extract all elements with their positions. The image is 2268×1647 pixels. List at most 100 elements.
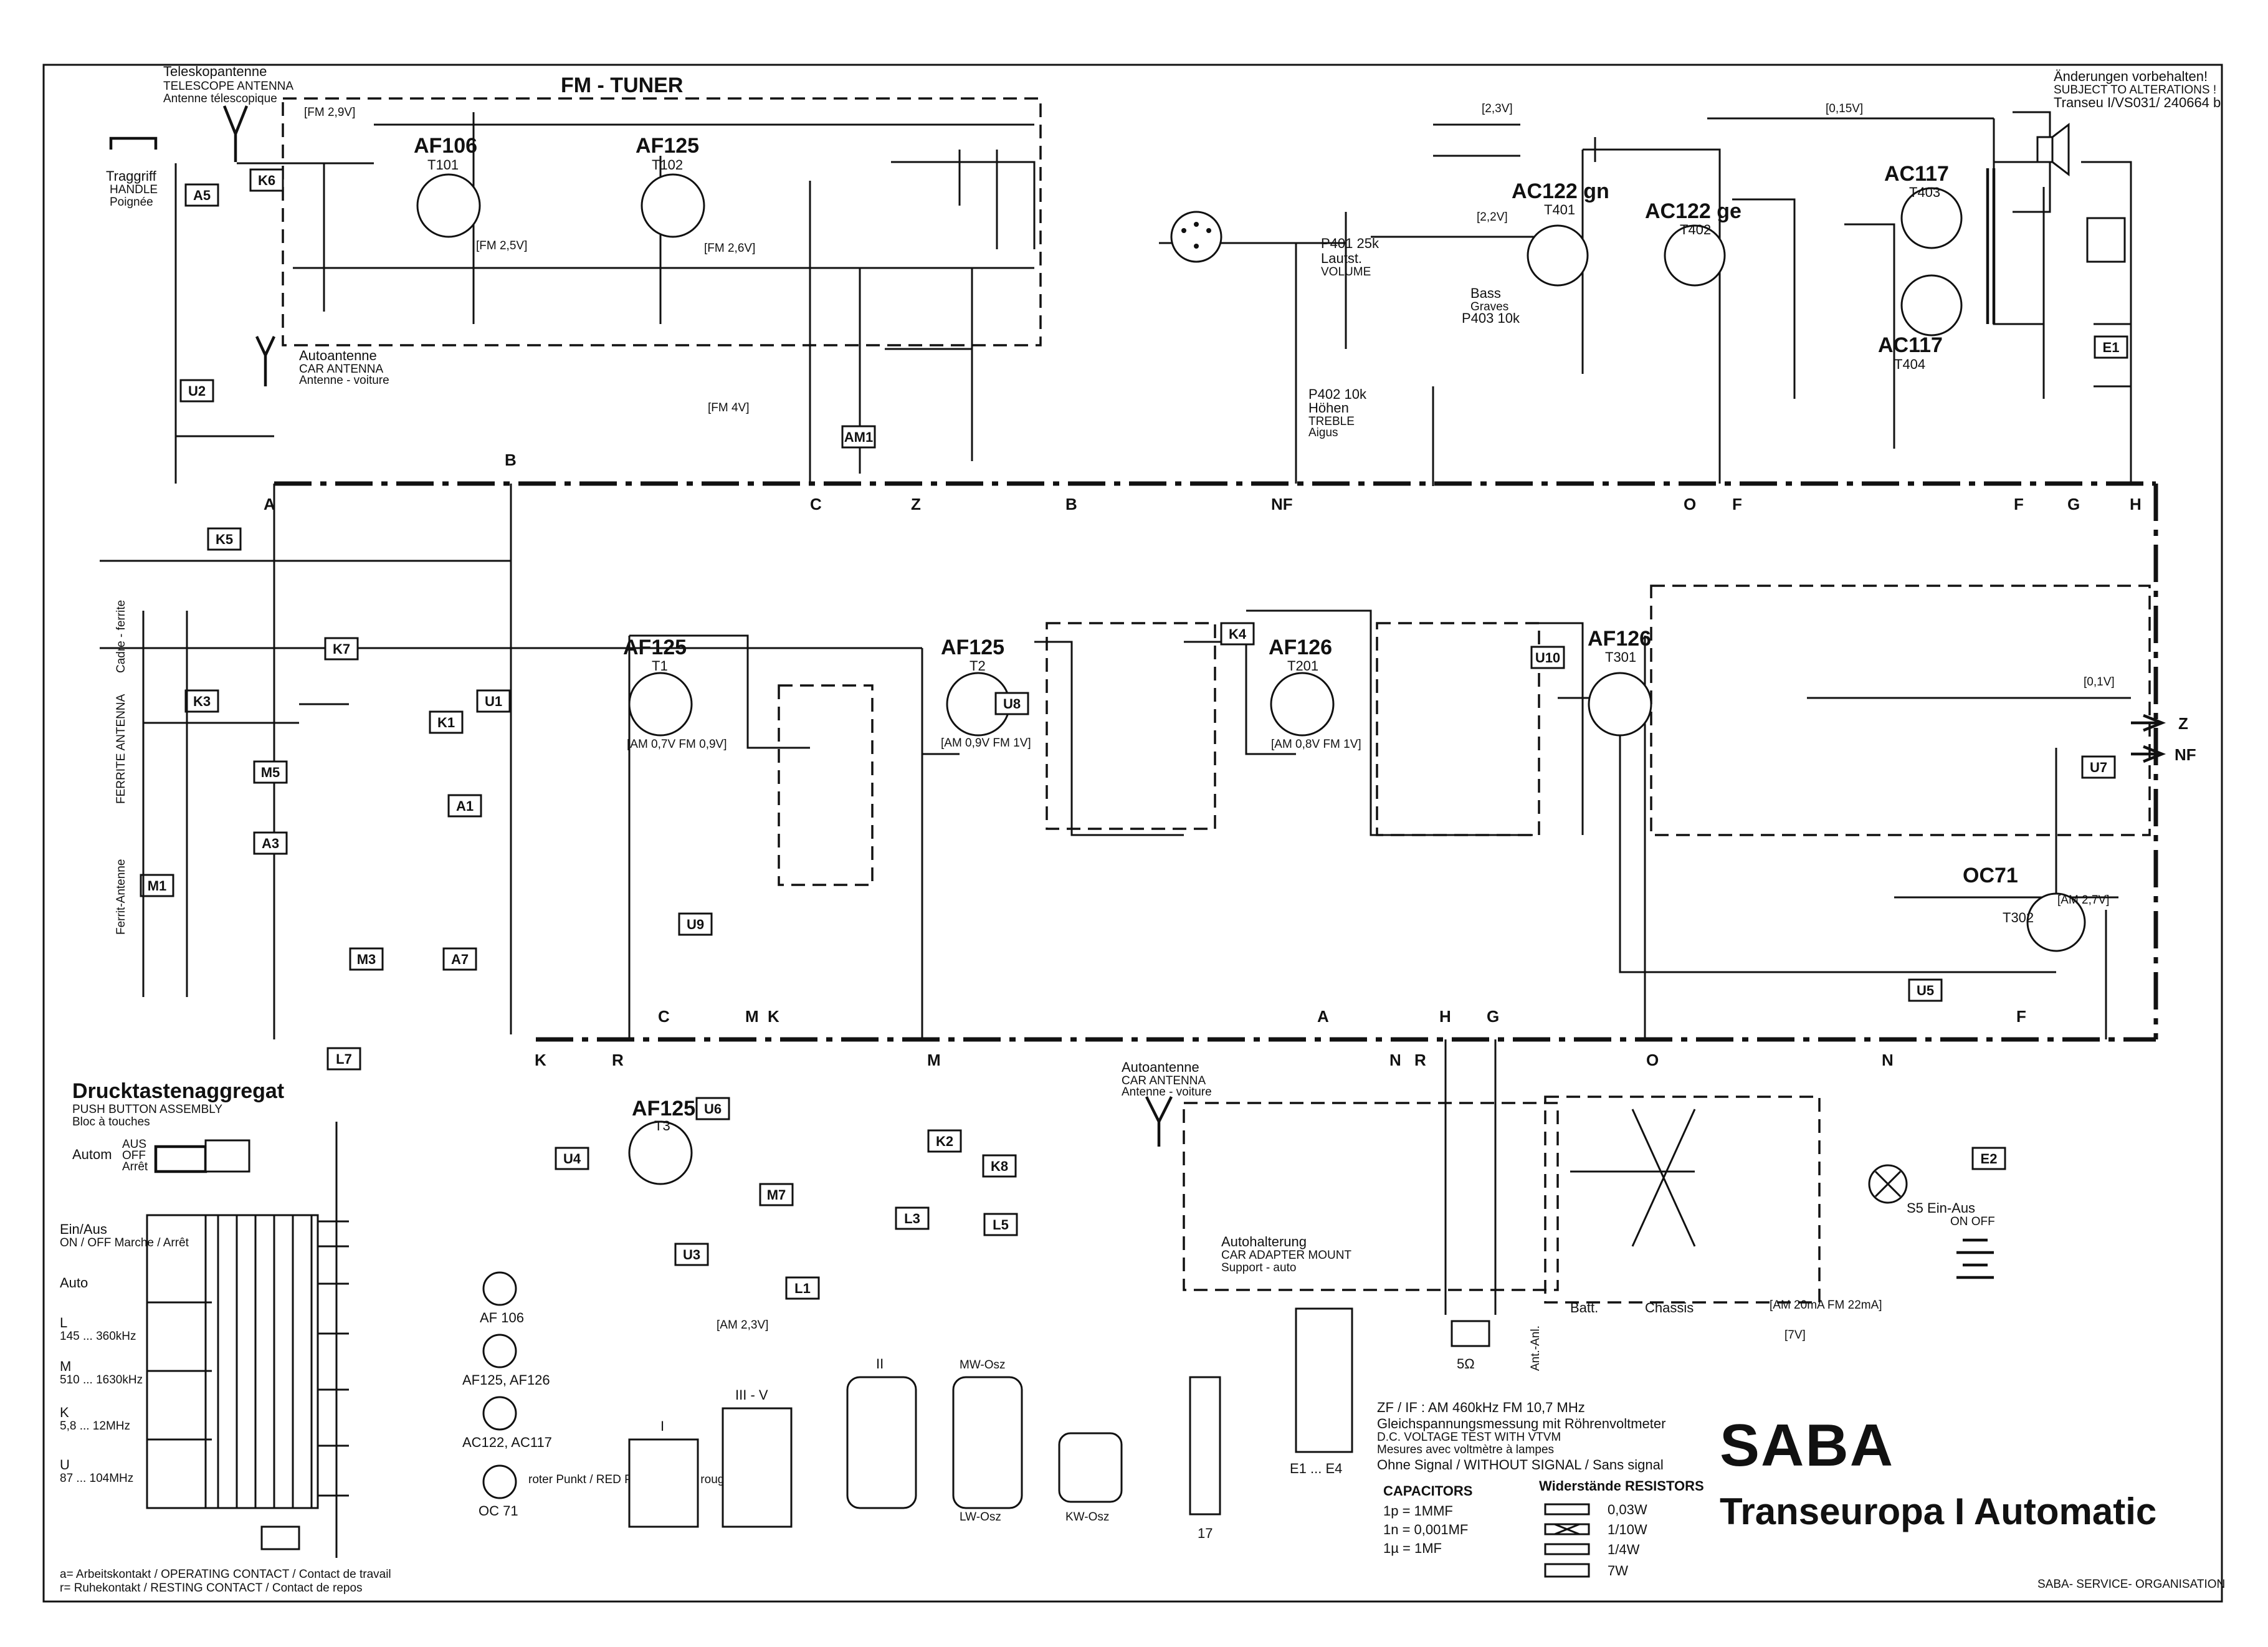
- switch-tag-box: [447, 794, 482, 818]
- switch-tag: A5: [184, 183, 219, 207]
- switch-tag-box: [179, 379, 214, 403]
- changes-note-line1: Änderungen vorbehalten!: [2054, 69, 2208, 84]
- switch-tag-box: [207, 527, 242, 551]
- transistor-ref: T403: [1909, 184, 1940, 200]
- volume-en: VOLUME: [1321, 265, 1371, 279]
- switch-tag-label: K6: [258, 173, 275, 188]
- transistor-label: AF106: [414, 134, 477, 158]
- pushbutton-fr: Bloc à touches: [72, 1115, 150, 1129]
- telescope-antenna-title: Teleskopantenne: [163, 64, 267, 79]
- car-adapter-wiring: [1570, 1109, 1696, 1247]
- switch-tag: E2: [1971, 1147, 2006, 1170]
- switch-tag-label: L7: [336, 1051, 352, 1067]
- sheet-border: [42, 64, 2223, 1603]
- contact-matrix-leads: [318, 1220, 349, 1497]
- ferrite-antenna-block: Cadre - ferrite FERRITE ANTENNA Ferrit-A…: [115, 600, 299, 997]
- switch-tag: U5: [1908, 978, 1943, 1002]
- bus-letter: M: [745, 1007, 759, 1026]
- pushbutton-off: OFF: [122, 1149, 146, 1162]
- power-switch-s5: S5 Ein-Aus ON OFF: [1868, 1164, 1995, 1279]
- if-strip-wiring: [100, 484, 2131, 1039]
- transistor-ref: T3: [654, 1118, 670, 1134]
- supply-voltage-label: [2,3V]: [1482, 102, 1513, 115]
- automatic-switch-contacts: [204, 1139, 250, 1173]
- switch-tag: K8: [982, 1154, 1017, 1178]
- contact-matrix-columns: [217, 1215, 313, 1508]
- legend-res: 0,03W: [1608, 1502, 1647, 1517]
- switch-tag-box: [785, 1276, 820, 1300]
- row-dividers: [146, 1290, 212, 1441]
- bus-letter: K: [535, 1051, 546, 1069]
- af-section-wiring: [1159, 117, 2132, 486]
- supply-voltage-label: [AM 20mA FM 22mA]: [1770, 1299, 1882, 1312]
- telescope-antenna-en: TELESCOPE ANTENNA: [163, 80, 293, 93]
- switch-tag: M5: [253, 760, 288, 784]
- external-speaker: 5Ω Ant.-Anl.: [1444, 1039, 1542, 1372]
- pinout-af106: [482, 1271, 517, 1306]
- switch-tag-box: [476, 689, 511, 713]
- bus-letter: H: [2130, 495, 2142, 513]
- speaker-cone: [2052, 122, 2070, 177]
- treble-ref: P402 10k: [1308, 386, 1367, 402]
- measurement-line3: Mesures avec voltmètre à lampes: [1377, 1443, 1554, 1456]
- connector-view-e1-e4: [1295, 1307, 1353, 1453]
- switch-tag-label: U2: [188, 383, 206, 399]
- legend: CAPACITORS 1p = 1MMF 1n = 0,001MF 1µ = 1…: [1383, 1478, 1704, 1578]
- pushbutton-row-sub: 510 ... 1630kHz: [60, 1373, 143, 1387]
- pilot-lamp-cross: [1874, 1170, 1902, 1198]
- car-antenna-en: CAR ANTENNA: [299, 363, 383, 376]
- transistor-ref: T301: [1605, 649, 1636, 665]
- telescope-antenna-fr: Antenne télescopique: [163, 92, 277, 105]
- car-adapter-title: Autohalterung: [1221, 1234, 1307, 1249]
- measurement-line4: Ohne Signal / WITHOUT SIGNAL / Sans sign…: [1377, 1457, 1664, 1473]
- switch-tag-box: [1908, 978, 1943, 1002]
- transistor-ref: T2: [970, 658, 986, 674]
- bus-letter: Z: [911, 495, 921, 513]
- car-adapter-inner-box: [1544, 1096, 1821, 1304]
- transistor-t301: [1588, 672, 1652, 737]
- pushbutton-row-sub: 145 ... 360kHz: [60, 1330, 136, 1343]
- ferrite-fr: Cadre - ferrite: [115, 600, 128, 673]
- pinout-oc71: [482, 1464, 517, 1499]
- pinout-label: AC122, AC117: [462, 1435, 552, 1450]
- switch-tag-label: L3: [904, 1211, 920, 1226]
- pushbutton-row-label: U: [60, 1457, 70, 1473]
- bass-label: Bass: [1470, 285, 1501, 301]
- switch-tag-box: [994, 692, 1029, 715]
- transistor-t404: [1900, 274, 1963, 337]
- fm-tuner-box: [282, 97, 1042, 346]
- switch-tag: K3: [184, 689, 219, 713]
- switch-tag: M3: [349, 947, 384, 971]
- transistor-label: AF125: [623, 636, 687, 659]
- switch-tag-box: [927, 1129, 962, 1153]
- speaker-symbol: [1451, 1320, 1490, 1347]
- car-adapter-section: Autohalterung CAR ADAPTER MOUNT Support …: [1122, 1059, 1821, 1315]
- switch-tag-box: [324, 637, 359, 661]
- switch-tag-label: K4: [1229, 626, 1247, 642]
- power-switch-label: S5 Ein-Aus: [1907, 1200, 1975, 1216]
- switch-tag: K7: [324, 637, 359, 661]
- bus-letter: R: [612, 1051, 624, 1069]
- switch-tag-label: M1: [148, 878, 167, 894]
- pinout-af125-af126: [482, 1334, 517, 1368]
- switch-tag: L7: [326, 1047, 361, 1071]
- coil-view-label: III - V: [735, 1387, 768, 1403]
- supply-voltage-label: [7V]: [1784, 1329, 1806, 1342]
- terminal-nf-label: NF: [2175, 745, 2196, 764]
- pushbutton-arret: Arrêt: [122, 1160, 148, 1173]
- legend-res: 1/4W: [1608, 1542, 1640, 1557]
- switch-tag: A3: [253, 831, 288, 855]
- switch-tag: E1: [2094, 335, 2128, 359]
- transistor-label: AF125: [632, 1097, 695, 1120]
- switch-tag-box: [983, 1213, 1018, 1236]
- changes-note-line3: Transeu I/VS031/ 240664 b: [2054, 95, 2221, 110]
- car-adapter-antenna-fr: Antenne - voiture: [1122, 1086, 1212, 1099]
- switch-tag-box: [429, 710, 464, 734]
- switch-tag-box: [678, 912, 713, 936]
- bus-letter: O: [1684, 495, 1696, 513]
- car-adapter-antenna-en: CAR ANTENNA: [1122, 1074, 1206, 1087]
- switch-tag: AM1: [841, 425, 876, 449]
- measurement-line2: D.C. VOLTAGE TEST WITH VTVM: [1377, 1431, 1561, 1444]
- switch-tag-label: L5: [993, 1217, 1009, 1233]
- pushbutton-row-label: K: [60, 1405, 69, 1420]
